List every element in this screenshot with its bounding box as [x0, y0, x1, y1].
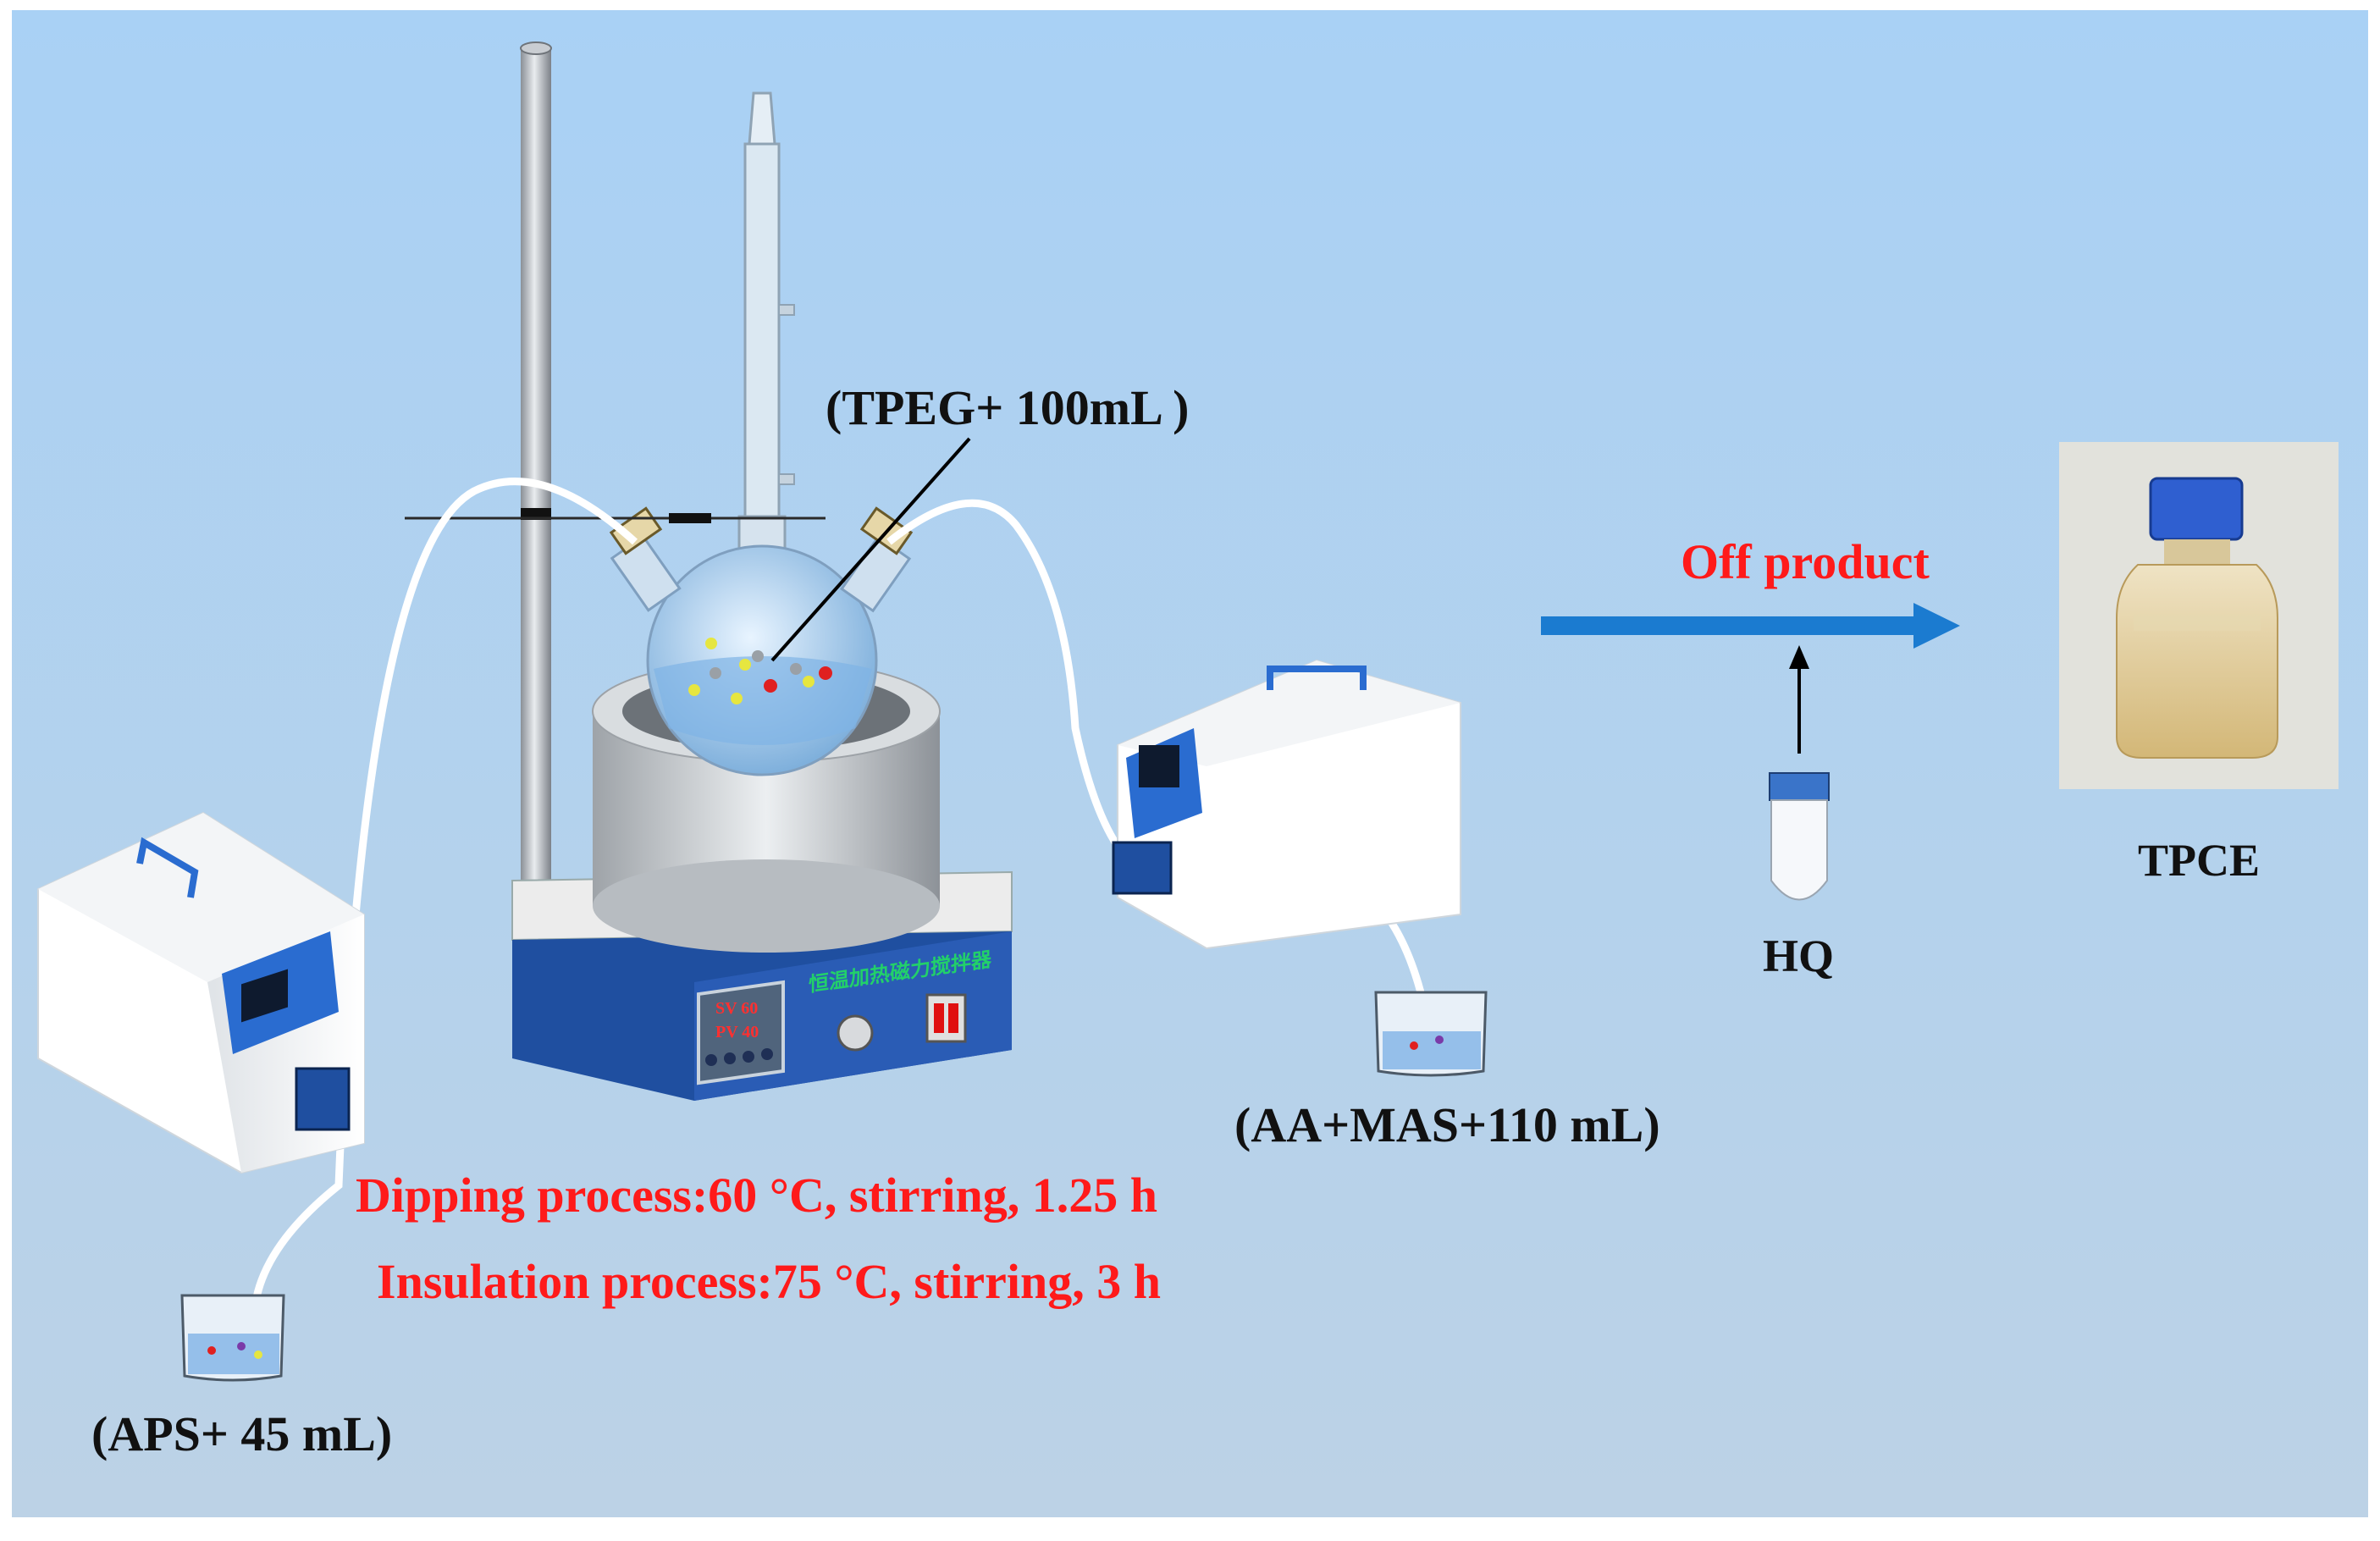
insulation-process-label: Insulation process:75 °C, stirring, 3 h — [377, 1254, 1162, 1309]
tpeg-pointer-line — [770, 437, 971, 662]
tpce-label: TPCE — [2138, 835, 2261, 886]
tpeg-label: (TPEG+ 100mL ) — [826, 380, 1190, 435]
left-peristaltic-pump — [37, 811, 365, 1174]
aps-label: (APS+ 45 mL) — [91, 1406, 393, 1461]
hq-label: HQ — [1763, 931, 1835, 981]
sv-readout: SV 60 — [715, 999, 759, 1018]
three-neck-flask — [609, 506, 914, 776]
hq-arrow — [1789, 645, 1809, 754]
aa-mas-label: (AA+MAS+110 mL) — [1234, 1097, 1660, 1152]
right-beaker — [1374, 991, 1488, 1077]
hq-tube — [1769, 772, 1830, 901]
off-product-arrow — [1541, 603, 1960, 649]
right-peristaltic-pump — [1112, 659, 1461, 950]
dipping-process-label: Dipping process:60 °C, stirring, 1.25 h — [356, 1168, 1157, 1223]
retort-stand — [520, 41, 552, 893]
pv-readout: PV 40 — [715, 1023, 759, 1041]
off-product-label: Off product — [1681, 534, 1930, 589]
left-tube — [250, 478, 638, 1322]
tpce-bottle-photo — [2059, 442, 2339, 789]
left-beaker — [180, 1294, 285, 1382]
